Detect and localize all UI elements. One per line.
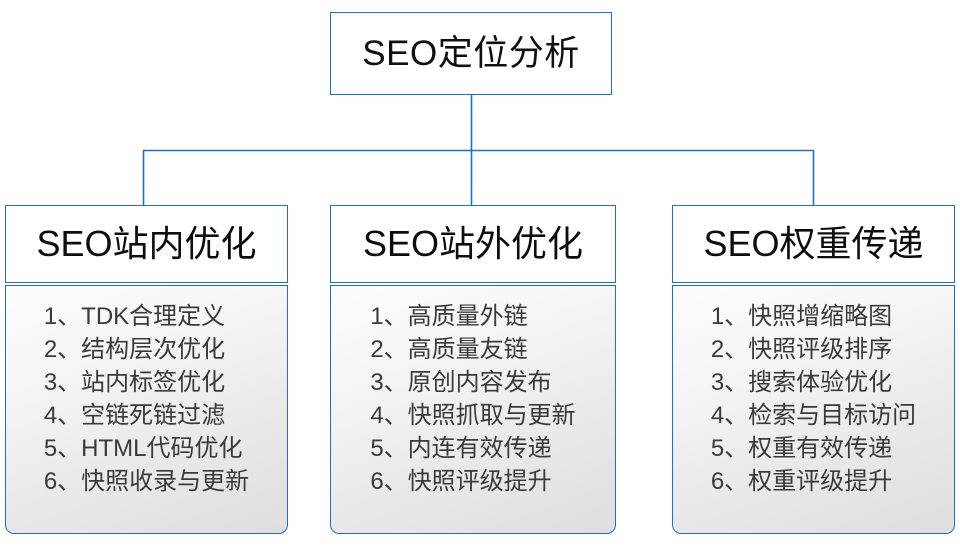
column-header-0[interactable]: SEO站内优化 — [5, 205, 288, 283]
list-item: 5、内连有效传递 — [370, 435, 552, 462]
column-seo-onsite: SEO站内优化 1、TDK合理定义 2、结构层次优化 3、站内标签优化 4、空链… — [5, 205, 288, 534]
list-item: 3、搜索体验优化 — [710, 369, 893, 396]
column-header-1[interactable]: SEO站外优化 — [330, 205, 616, 283]
list-item: 3、站内标签优化 — [43, 369, 226, 396]
root-node-title: SEO定位分析 — [362, 34, 580, 73]
list-item: 5、权重有效传递 — [710, 435, 893, 462]
list-item: 1、快照增缩略图 — [710, 303, 893, 330]
list-item: 6、快照评级提升 — [370, 468, 552, 495]
column-seo-offsite: SEO站外优化 1、高质量外链 2、高质量友链 3、原创内容发布 4、快照抓取与… — [330, 205, 616, 534]
list-item: 4、空链死链过滤 — [43, 402, 226, 429]
column-list-0: 1、TDK合理定义 2、结构层次优化 3、站内标签优化 4、空链死链过滤 5、H… — [5, 285, 288, 534]
list-item: 3、原创内容发布 — [370, 369, 552, 396]
list-item: 4、检索与目标访问 — [710, 402, 917, 429]
column-list-2: 1、快照增缩略图 2、快照评级排序 3、搜索体验优化 4、检索与目标访问 5、权… — [672, 285, 955, 534]
list-item: 4、快照抓取与更新 — [370, 402, 576, 429]
column-header-2[interactable]: SEO权重传递 — [672, 205, 955, 283]
list-item: 1、TDK合理定义 — [43, 303, 226, 330]
list-item: 1、高质量外链 — [370, 303, 528, 330]
list-item: 2、结构层次优化 — [43, 336, 226, 363]
list-item: 2、高质量友链 — [370, 336, 528, 363]
root-node[interactable]: SEO定位分析 — [330, 12, 612, 95]
column-header-title-1: SEO站外优化 — [362, 223, 584, 264]
column-header-title-0: SEO站内优化 — [36, 223, 257, 264]
column-seo-weight: SEO权重传递 1、快照增缩略图 2、快照评级排序 3、搜索体验优化 4、检索与… — [672, 205, 955, 534]
list-item: 6、权重评级提升 — [710, 468, 893, 495]
column-header-title-2: SEO权重传递 — [703, 223, 924, 264]
list-item: 6、快照收录与更新 — [43, 468, 250, 495]
list-item: 2、快照评级排序 — [710, 336, 893, 363]
column-list-1: 1、高质量外链 2、高质量友链 3、原创内容发布 4、快照抓取与更新 5、内连有… — [330, 285, 616, 534]
list-item: 5、HTML代码优化 — [43, 435, 243, 462]
